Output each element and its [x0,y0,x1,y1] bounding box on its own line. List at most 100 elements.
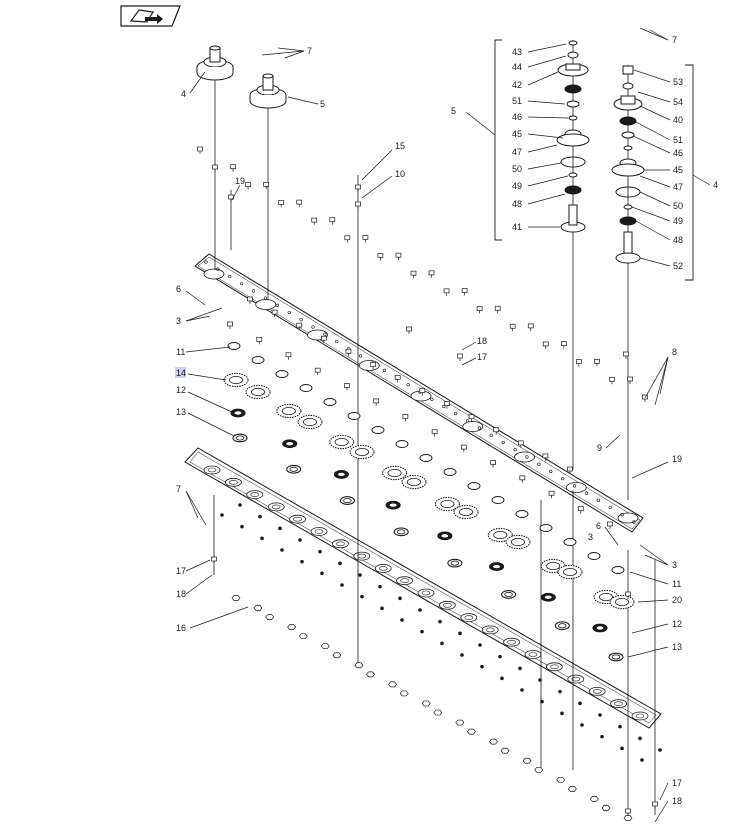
drive-hub-left-4 [196,45,234,81]
frame-hole [203,268,225,280]
gear-bore [599,593,614,602]
callout-18-right[interactable]: 18 [672,796,682,806]
callout-48-b[interactable]: 48 [673,235,683,245]
callout-7-left[interactable]: 7 [176,484,181,494]
frame-bolt-hole [299,318,303,322]
callout-18-mid[interactable]: 18 [477,336,487,346]
callout-17-right[interactable]: 17 [672,778,682,788]
stack-assembly-4 [611,65,645,264]
callout-18-left[interactable]: 18 [176,589,186,599]
callout-7-top[interactable]: 7 [307,46,312,56]
callout-16[interactable]: 16 [176,623,186,633]
callout-41[interactable]: 41 [512,222,522,232]
callout-51-a[interactable]: 51 [512,96,522,106]
callout-12-right[interactable]: 12 [672,619,682,629]
callout-5-left[interactable]: 5 [320,99,325,109]
gear-bore [388,502,398,508]
leader-line [185,574,213,595]
bolt [517,440,524,446]
gear-bore [510,538,525,547]
fastener-hardware [197,146,662,821]
callout-4-group[interactable]: 4 [713,180,718,190]
gear-bore [354,447,369,456]
callout-17-mid[interactable]: 17 [477,352,487,362]
callout-47-b[interactable]: 47 [673,182,683,192]
small-pin [658,748,662,752]
callout-46-b[interactable]: 46 [673,148,683,158]
callout-4-left[interactable]: 4 [181,89,186,99]
frame-bolt-hole [406,383,410,387]
callout-50-a[interactable]: 50 [512,164,522,174]
callout-19-left[interactable]: 19 [235,176,245,186]
leader-line [527,100,566,105]
callout-13-right[interactable]: 13 [672,642,682,652]
callout-3-right-a[interactable]: 3 [588,532,593,542]
bolt [256,337,263,342]
small-pin [598,713,602,717]
leader-line [637,599,669,603]
callout-49-b[interactable]: 49 [673,216,683,226]
frame-bearing [374,564,392,573]
bolt [419,388,426,393]
callout-8[interactable]: 8 [672,347,677,357]
callout-17-left[interactable]: 17 [176,566,186,576]
callout-51-b[interactable]: 51 [673,135,683,145]
callout-54[interactable]: 54 [673,97,683,107]
callout-52[interactable]: 52 [673,261,683,271]
callout-14[interactable]: 14 [176,368,186,378]
callout-43[interactable]: 43 [512,47,522,57]
small-pin [520,688,524,692]
bolt [444,401,450,406]
nut [623,815,633,821]
callout-6-right[interactable]: 6 [596,521,601,531]
callout-11-left[interactable]: 11 [176,347,185,357]
callout-12-left[interactable]: 12 [176,385,186,395]
bolt [212,164,218,170]
small-pin [538,678,542,682]
gear-and-bearing-parts [223,342,635,662]
leader-line [461,341,477,351]
small-pin [320,571,324,576]
group-brackets [494,39,694,281]
gear [608,652,624,662]
callout-42[interactable]: 42 [512,80,522,90]
callout-3-left[interactable]: 3 [176,316,181,326]
frame-bearing [331,539,349,549]
callout-45-a[interactable]: 45 [512,129,522,139]
small-pin [438,619,442,624]
callout-19-right[interactable]: 19 [672,454,682,464]
frame-bearing [438,600,456,610]
callout-48-a[interactable]: 48 [512,199,522,209]
frame-bolt-hole [251,289,256,293]
leader-line [185,315,211,322]
gear-bore [235,435,245,441]
callout-5-group[interactable]: 5 [451,106,456,116]
callout-13-left[interactable]: 13 [176,407,186,417]
callout-10[interactable]: 10 [395,169,405,179]
washer [443,468,457,476]
callout-53[interactable]: 53 [673,77,683,87]
bolt [625,808,631,814]
washer [371,426,385,434]
book-arrow-icon[interactable] [120,5,181,27]
callout-40[interactable]: 40 [673,115,683,125]
callout-50-b[interactable]: 50 [673,201,683,211]
callout-46-a[interactable]: 46 [512,112,522,122]
callout-7-right[interactable]: 7 [672,35,677,45]
callout-6-left[interactable]: 6 [176,284,181,294]
washer [299,384,313,392]
small-pin [398,596,402,601]
callout-49-a[interactable]: 49 [512,181,522,191]
bolt [197,146,203,152]
callout-15[interactable]: 15 [395,141,405,151]
callout-47-a[interactable]: 47 [512,147,522,157]
callout-45-b[interactable]: 45 [673,165,683,175]
callout-44[interactable]: 44 [512,62,522,72]
bolt [560,341,567,346]
frame-bearing-inner [550,664,559,670]
small-pin [420,629,424,634]
callout-9[interactable]: 9 [597,443,602,453]
callout-3-right-b[interactable]: 3 [672,560,677,570]
callout-11-right[interactable]: 11 [672,579,681,589]
callout-20[interactable]: 20 [672,595,682,605]
